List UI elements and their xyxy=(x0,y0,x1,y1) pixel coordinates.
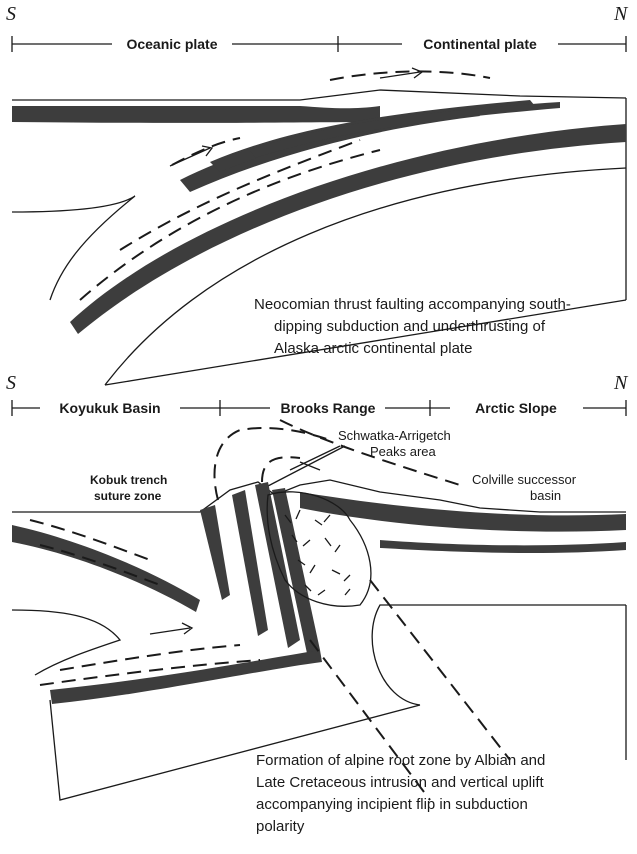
label-schwatka-line-1: Schwatka-Arrigetch xyxy=(338,428,451,443)
label-kobuk-line-1: Kobuk trench xyxy=(90,473,167,487)
label-schwatka-line-2: Peaks area xyxy=(370,444,437,459)
zone-label-arctic-slope: Arctic Slope xyxy=(475,400,557,416)
top-caption-line-1: Neocomian thrust faulting accompanying s… xyxy=(254,296,571,313)
label-colville-line-2: basin xyxy=(530,488,561,503)
bottom-compass-south: S xyxy=(6,372,16,394)
zone-label-brooks-range: Brooks Range xyxy=(281,400,376,416)
bottom-compass-north: N xyxy=(613,372,629,394)
bottom-caption: Formation of alpine root zone by Albian … xyxy=(256,752,545,835)
top-caption-line-3: Alaska arctic continental plate xyxy=(274,340,472,357)
label-kobuk-line-2: suture zone xyxy=(94,489,162,503)
bottom-caption-line-3: accompanying incipient flip in subductio… xyxy=(256,796,528,813)
bottom-caption-line-1: Formation of alpine root zone by Albian … xyxy=(256,752,545,769)
top-caption: Neocomian thrust faulting accompanying s… xyxy=(254,296,571,357)
top-panel: S N Oceanic plate Continental plate xyxy=(6,3,629,385)
zone-label-koyukuk-basin: Koyukuk Basin xyxy=(59,400,160,416)
bottom-caption-line-4: polarity xyxy=(256,818,305,835)
bottom-caption-line-2: Late Cretaceous intrusion and vertical u… xyxy=(256,774,544,791)
top-compass-north: N xyxy=(613,3,629,25)
bottom-panel: S N Koyukuk Basin Brooks Range Arctic Sl… xyxy=(6,372,629,835)
top-caption-line-2: dipping subduction and underthrusting of xyxy=(274,318,546,335)
label-colville-line-1: Colville successor xyxy=(472,472,577,487)
zone-label-oceanic-plate: Oceanic plate xyxy=(126,36,217,52)
top-cross-section xyxy=(12,68,626,385)
top-compass-south: S xyxy=(6,3,16,25)
zone-label-continental-plate: Continental plate xyxy=(423,36,537,52)
